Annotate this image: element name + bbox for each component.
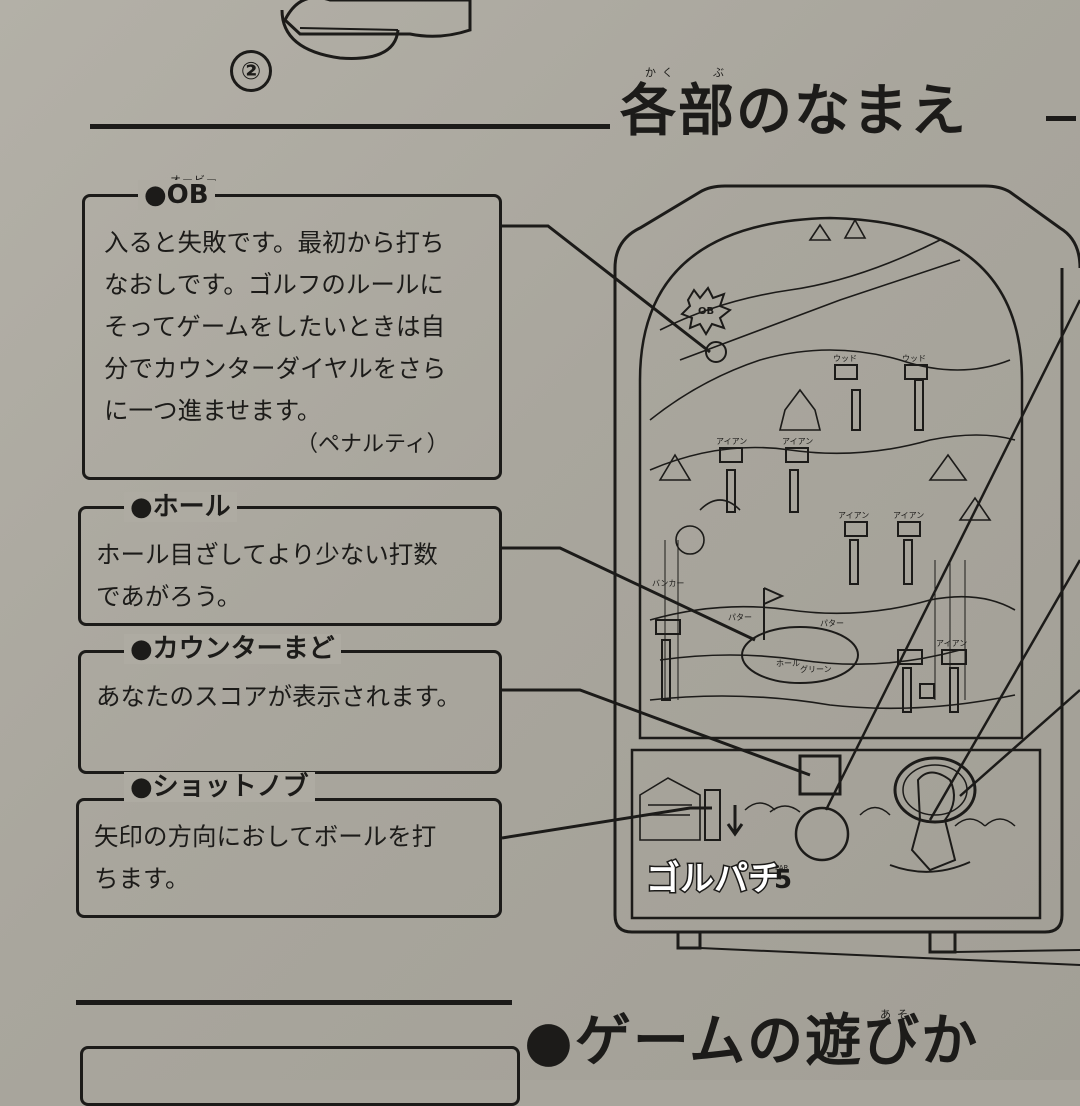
leader-hole xyxy=(502,546,756,642)
golfer xyxy=(910,771,957,872)
board-label-putter-1: パター xyxy=(728,613,752,622)
ob-body-text: 入ると失敗です。最初から打ち なおしです。ゴルフのルールに そってゲームをしたい… xyxy=(104,228,447,425)
board-label-hole: ホール xyxy=(776,659,800,668)
previous-illustration xyxy=(280,0,472,60)
board-label-wood-1: ウッド xyxy=(833,354,857,363)
svg-text:5: 5 xyxy=(774,865,792,895)
ob-marker xyxy=(680,286,732,363)
section-rule-top-right xyxy=(1046,116,1076,121)
ob-description-box xyxy=(82,194,502,480)
hole-description-box xyxy=(78,506,502,626)
section-title-parts: 各部のなまえ xyxy=(620,79,968,144)
hole-heading: ●ホール xyxy=(124,492,237,522)
board-label-iron-2: アイアン xyxy=(782,437,813,446)
svg-text:ゴルパチ: ゴルパチ xyxy=(646,859,782,899)
leader-counter xyxy=(502,688,811,777)
game-section-title-ruby: あそ xyxy=(880,1008,914,1021)
shot-knob-body-text: 矢印の方向におしてボールを打 ちます。 xyxy=(94,822,437,893)
board-label-wood-2: ウッド xyxy=(902,354,926,363)
board-label-putter-2: パター xyxy=(820,619,844,628)
playfield-arch xyxy=(638,216,1024,740)
board-label-iron-3: アイアン xyxy=(838,511,869,520)
section-rule-top xyxy=(90,124,610,129)
board-label-green: グリーン xyxy=(800,664,832,674)
ob-heading: ●OB xyxy=(138,180,215,210)
board-logo: ゴルパチ PAR 5 xyxy=(645,858,793,901)
svg-text:PAR: PAR xyxy=(775,864,789,872)
counter-heading: ●カウンターまど xyxy=(124,634,341,664)
board-label-bunker: バンカー xyxy=(652,579,684,588)
golfer-ring xyxy=(893,756,977,824)
section-rule-bottom xyxy=(76,1000,512,1005)
board-label-iron-4: アイアン xyxy=(893,511,924,520)
counter-window xyxy=(798,754,842,796)
section-title-ruby: かく ぶ xyxy=(645,66,730,79)
shot-knob-heading: ●ショットノブ xyxy=(124,772,315,802)
shot-knob xyxy=(704,789,721,841)
leader-lines xyxy=(501,224,1080,840)
hole-body-text: ホール目ざしてより少ない打数 であがろう。 xyxy=(96,540,438,611)
board-label-ob: OB xyxy=(698,306,714,317)
golf-pachinko-board-illustration: OB ウッド ウッド アイアン アイアン アイアン アイアン バンカー パター … xyxy=(501,184,1080,966)
leader-shot-knob xyxy=(501,806,712,840)
ob-penalty-note: （ペナルティ） xyxy=(296,432,449,457)
board-label-iron-1: アイアン xyxy=(716,437,747,446)
board-outer-case xyxy=(613,184,1080,269)
house xyxy=(639,777,701,841)
shot-ball xyxy=(794,806,850,862)
section-title-game: ●ゲームの遊びか xyxy=(524,1009,980,1074)
leader-ob xyxy=(502,224,711,354)
board-label-iron-5: アイアン xyxy=(936,639,967,648)
step-number-badge: ② xyxy=(230,50,272,92)
counter-body-text: あなたのスコアが表示されます。 xyxy=(96,682,462,711)
game-box-top-edge xyxy=(80,1046,520,1106)
